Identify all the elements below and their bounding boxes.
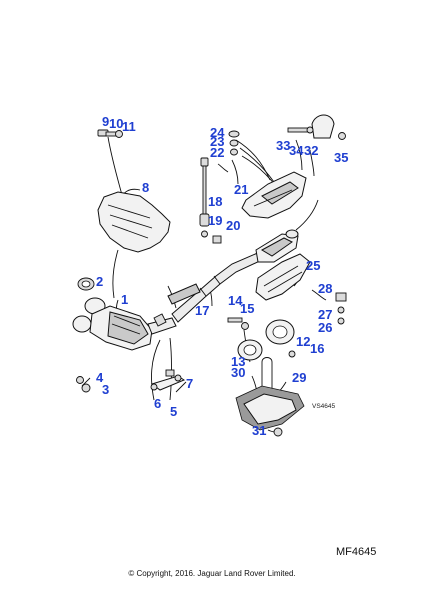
callout-numbers: 1 2 3 4 5 6 7 8 9 10 11 12 13 14 15 16 1…: [96, 114, 348, 438]
callout-11: 11: [122, 119, 136, 134]
callout-27: 27: [318, 307, 332, 322]
callout-22: 22: [210, 145, 224, 160]
reference-code: VS4645: [312, 403, 336, 410]
bolt-14-15: [227, 317, 249, 330]
callout-9: 9: [102, 114, 109, 129]
callout-34: 34: [289, 143, 304, 158]
callout-19: 19: [208, 213, 222, 228]
heat-shield-front: [97, 191, 171, 253]
callout-17: 17: [195, 303, 209, 318]
copyright-notice: © Copyright, 2016. Jaguar Land Rover Lim…: [128, 569, 296, 578]
callout-25: 25: [306, 258, 320, 273]
callout-12: 12: [296, 334, 310, 349]
callout-16: 16: [310, 341, 324, 356]
callout-18: 18: [208, 194, 222, 209]
bracket-5-7: [150, 369, 186, 391]
drawing-id: MF4645: [336, 546, 377, 558]
callout-7: 7: [186, 376, 193, 391]
callout-20: 20: [226, 218, 240, 233]
callout-2: 2: [96, 274, 103, 289]
heat-shield-rear: [255, 253, 311, 301]
clamp-32-35: [287, 114, 346, 140]
centre-silencer: [255, 229, 299, 263]
nuts-22-24: [228, 130, 240, 156]
callout-33: 33: [276, 138, 290, 153]
callout-26: 26: [318, 320, 332, 335]
fixings-26-28: [335, 292, 347, 325]
callout-8: 8: [142, 180, 149, 195]
callout-30: 30: [231, 365, 245, 380]
callout-4: 4: [96, 370, 104, 385]
callout-1: 1: [121, 292, 128, 307]
callout-21: 21: [234, 182, 248, 197]
rear-silencer-29-31: [235, 357, 305, 437]
callout-15: 15: [240, 301, 254, 316]
clamps-12-16: [237, 319, 296, 361]
callout-13: 13: [231, 354, 245, 369]
callout-31: 31: [252, 423, 266, 438]
heat-shield-centre: [241, 171, 307, 219]
callout-35: 35: [334, 150, 348, 165]
bolt-set-9-11: [97, 129, 123, 138]
callout-6: 6: [154, 396, 161, 411]
nuts-3-4: [76, 376, 91, 393]
gasket-2: [77, 277, 95, 291]
catalytic-converter-front: [72, 297, 177, 351]
callout-24: 24: [210, 125, 225, 140]
callout-23: 23: [210, 134, 224, 149]
callout-3: 3: [102, 382, 109, 397]
callout-5: 5: [170, 404, 177, 419]
hanger-18-20: [199, 157, 222, 244]
callout-10: 10: [109, 116, 123, 131]
callout-28: 28: [318, 281, 332, 296]
callout-14: 14: [228, 293, 243, 308]
callout-32: 32: [304, 143, 318, 158]
callout-29: 29: [292, 370, 306, 385]
